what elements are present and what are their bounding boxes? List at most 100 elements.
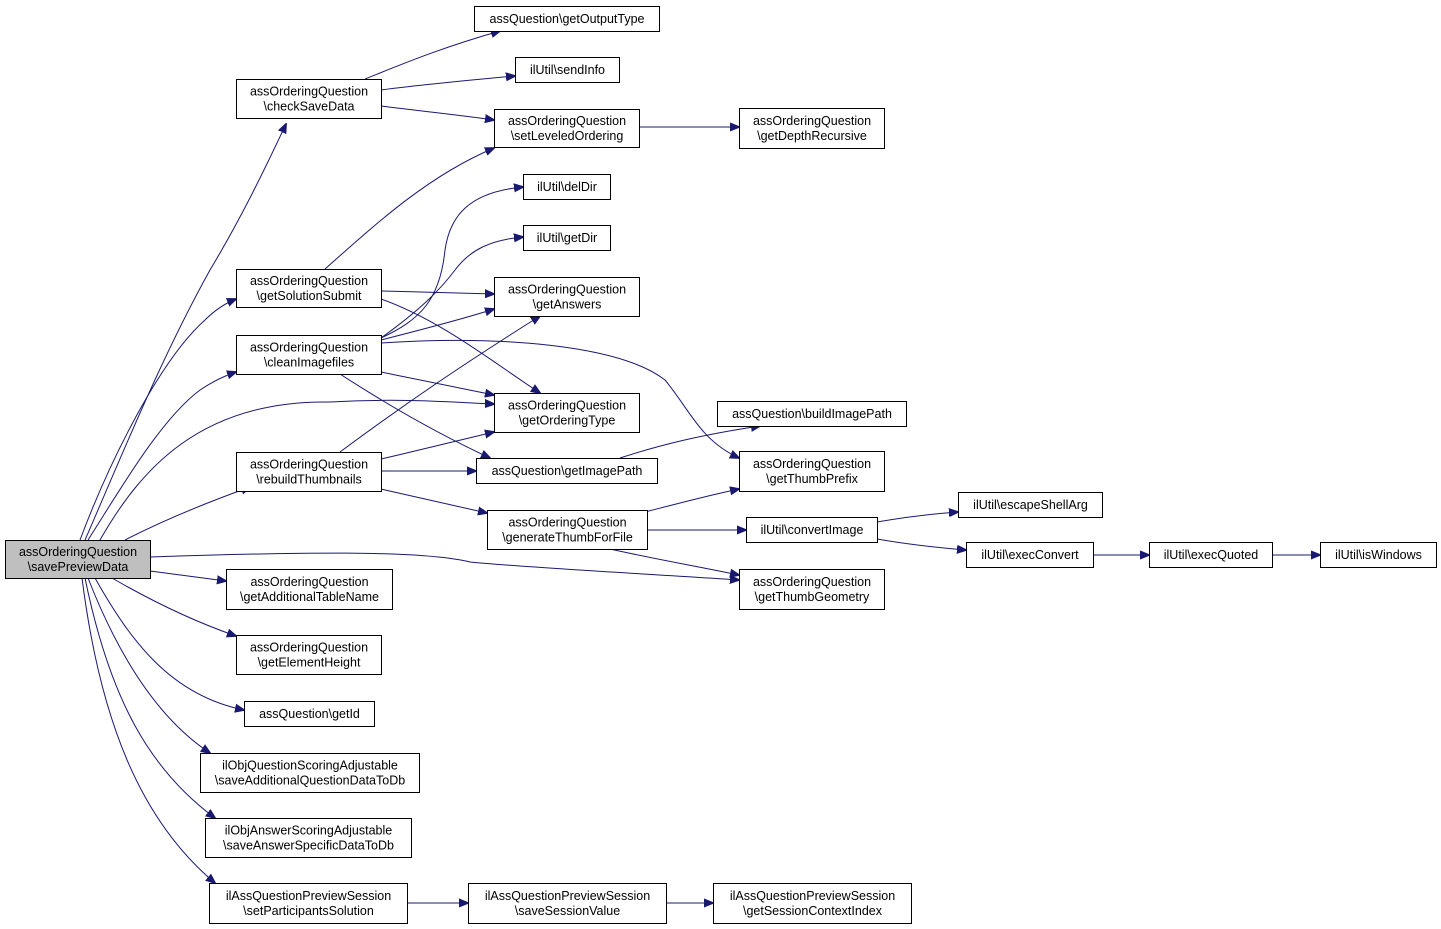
- node-label-line: ilUtil\delDir: [537, 180, 597, 194]
- node-n0[interactable]: assOrderingQuestion\savePreviewData: [5, 540, 151, 579]
- node-label-line: \getSessionContextIndex: [743, 904, 883, 918]
- node-n2[interactable]: assQuestion\getOutputType: [474, 6, 660, 32]
- node-box: [200, 753, 420, 793]
- node-n4[interactable]: assOrderingQuestion\setLeveledOrdering: [494, 109, 640, 148]
- node-box: [474, 6, 660, 32]
- edges: [79, 31, 1320, 903]
- node-label-line: ilObjAnswerScoringAdjustable: [225, 824, 392, 838]
- node-n30[interactable]: ilAssQuestionPreviewSession\getSessionCo…: [713, 883, 912, 924]
- node-box: [494, 393, 640, 433]
- node-box: [494, 277, 640, 317]
- node-n27[interactable]: ilObjAnswerScoringAdjustable\saveAnswerS…: [205, 818, 412, 858]
- edge-n0-to-n1: [84, 124, 286, 541]
- node-label-line: assQuestion\getImagePath: [492, 464, 643, 478]
- edge-n10-to-n11: [380, 371, 494, 395]
- edge-n18-to-n16: [876, 512, 958, 523]
- node-label-line: \saveSessionValue: [515, 904, 620, 918]
- edge-n13-to-n17: [380, 488, 487, 513]
- edge-n8-to-n11: [380, 298, 540, 393]
- node-n1[interactable]: assOrderingQuestion\checkSaveData: [236, 79, 382, 119]
- node-box: [236, 452, 382, 492]
- node-label-line: \saveAnswerSpecificDataToDb: [223, 839, 394, 853]
- node-label-line: ilUtil\sendInfo: [530, 63, 605, 77]
- edge-n0-to-n26: [87, 577, 210, 753]
- node-box: [966, 542, 1094, 568]
- node-n14[interactable]: assQuestion\getImagePath: [476, 458, 658, 484]
- node-n10[interactable]: assOrderingQuestion\cleanImagefiles: [236, 335, 382, 375]
- node-label-line: \getOrderingType: [519, 414, 616, 428]
- node-label-line: \checkSaveData: [263, 100, 354, 114]
- node-label-line: \getElementHeight: [258, 656, 361, 670]
- node-n21[interactable]: ilUtil\isWindows: [1320, 542, 1437, 568]
- node-label-line: assOrderingQuestion: [250, 458, 368, 472]
- node-box: [476, 458, 658, 484]
- node-label-line: assQuestion\getOutputType: [490, 12, 645, 26]
- node-box: [746, 517, 878, 543]
- node-label-line: ilObjQuestionScoringAdjustable: [222, 759, 398, 773]
- node-n11[interactable]: assOrderingQuestion\getOrderingType: [494, 393, 640, 433]
- edge-n10-to-n7: [380, 237, 523, 339]
- node-n16[interactable]: ilUtil\escapeShellArg: [958, 492, 1103, 518]
- node-label-line: ilAssQuestionPreviewSession: [730, 889, 895, 903]
- node-n20[interactable]: ilUtil\execQuoted: [1149, 542, 1273, 568]
- node-box: [236, 269, 382, 308]
- node-box: [713, 883, 912, 924]
- node-label-line: \saveAdditionalQuestionDataToDb: [215, 774, 405, 788]
- node-label-line: \getSolutionSubmit: [257, 289, 362, 303]
- edge-n1-to-n4: [380, 105, 494, 120]
- node-n19[interactable]: ilUtil\execConvert: [966, 542, 1094, 568]
- node-box: [515, 57, 620, 83]
- node-label-line: assOrderingQuestion: [19, 545, 137, 559]
- node-box: [958, 492, 1103, 518]
- node-label-line: assOrderingQuestion: [508, 114, 626, 128]
- node-n7[interactable]: ilUtil\getDir: [523, 225, 611, 251]
- node-label-line: \getThumbGeometry: [755, 590, 870, 604]
- node-label-line: assOrderingQuestion: [250, 575, 368, 589]
- node-n13[interactable]: assOrderingQuestion\rebuildThumbnails: [236, 452, 382, 492]
- edge-n13-to-n9: [339, 316, 540, 453]
- node-label-line: ilUtil\convertImage: [761, 523, 864, 537]
- node-label-line: assQuestion\getId: [259, 707, 360, 721]
- node-label-line: \cleanImagefiles: [264, 356, 354, 370]
- edge-n14-to-n12: [619, 426, 760, 459]
- node-n26[interactable]: ilObjQuestionScoringAdjustable\saveAddit…: [200, 753, 420, 793]
- edge-n0-to-n11: [99, 400, 494, 541]
- edge-n1-to-n3: [380, 76, 515, 91]
- nodes: assOrderingQuestion\savePreviewDataassOr…: [5, 6, 1437, 924]
- node-n28[interactable]: ilAssQuestionPreviewSession\setParticipa…: [209, 883, 408, 924]
- node-n24[interactable]: assOrderingQuestion\getElementHeight: [236, 635, 382, 675]
- node-label-line: ilUtil\execQuoted: [1164, 548, 1259, 562]
- node-label-line: \generateThumbForFile: [502, 531, 633, 545]
- node-n22[interactable]: assOrderingQuestion\getThumbGeometry: [739, 569, 885, 610]
- node-n9[interactable]: assOrderingQuestion\getAnswers: [494, 277, 640, 317]
- node-n25[interactable]: assQuestion\getId: [244, 701, 375, 727]
- edge-n10-to-n14: [339, 373, 490, 458]
- node-n23[interactable]: assOrderingQuestion\getAdditionalTableNa…: [226, 569, 393, 610]
- node-label-line: assOrderingQuestion: [250, 641, 368, 655]
- edge-n0-to-n27: [84, 577, 215, 818]
- node-n18[interactable]: ilUtil\convertImage: [746, 517, 878, 543]
- node-box: [523, 225, 611, 251]
- edge-n10-to-n6: [380, 187, 523, 339]
- node-label-line: \setParticipantsSolution: [243, 904, 374, 918]
- edge-n0-to-n8: [79, 299, 236, 541]
- node-box: [5, 540, 151, 579]
- node-n29[interactable]: ilAssQuestionPreviewSession\saveSessionV…: [468, 883, 667, 924]
- node-n12[interactable]: assQuestion\buildImagePath: [717, 401, 907, 427]
- node-label-line: assOrderingQuestion: [250, 274, 368, 288]
- node-n17[interactable]: assOrderingQuestion\generateThumbForFile: [487, 510, 648, 550]
- node-n15[interactable]: assOrderingQuestion\getThumbPrefix: [739, 451, 885, 492]
- node-n5[interactable]: assOrderingQuestion\getDepthRecursive: [739, 108, 885, 149]
- edge-n0-to-n22: [149, 552, 739, 580]
- node-n6[interactable]: ilUtil\delDir: [523, 174, 611, 200]
- edge-n8-to-n4: [324, 148, 494, 270]
- edge-n17-to-n22: [609, 548, 739, 575]
- node-label-line: \getAdditionalTableName: [240, 590, 379, 604]
- node-box: [487, 510, 648, 550]
- node-n8[interactable]: assOrderingQuestion\getSolutionSubmit: [236, 269, 382, 308]
- node-box: [739, 569, 885, 610]
- node-label-line: assOrderingQuestion: [753, 575, 871, 589]
- node-n3[interactable]: ilUtil\sendInfo: [515, 57, 620, 83]
- node-label-line: ilUtil\escapeShellArg: [973, 498, 1088, 512]
